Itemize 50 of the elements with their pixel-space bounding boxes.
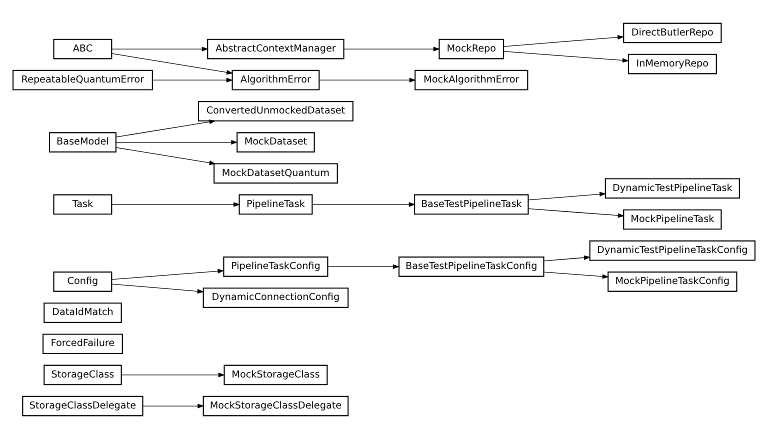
arrow — [544, 271, 609, 278]
node-box: MockDatasetQuantum — [214, 162, 338, 184]
arrow — [312, 202, 416, 206]
node-box: DynamicTestPipelineTaskConfig — [589, 240, 756, 260]
node-box: StorageClassDelegate — [22, 395, 144, 416]
node-box: MockPipelineTask — [623, 208, 722, 230]
arrow — [142, 403, 204, 408]
node-box: InMemoryRepo — [628, 53, 717, 74]
arrow — [112, 268, 224, 280]
node-box: StorageClass — [44, 364, 122, 385]
node-box: Task — [53, 194, 112, 214]
node-box: Config — [53, 271, 112, 292]
arrow — [112, 283, 204, 294]
node-box: MockRepo — [438, 38, 504, 59]
node-box: BaseTestPipelineTaskConfig — [398, 256, 544, 276]
node-box: DynamicTestPipelineTask — [604, 178, 740, 198]
arrow — [116, 146, 216, 165]
arrow — [112, 46, 209, 51]
arrow — [112, 202, 240, 206]
arrow — [116, 139, 238, 144]
node-box: AbstractContextManager — [207, 38, 344, 59]
arrow — [152, 77, 234, 82]
arrow — [544, 254, 591, 261]
node-box: ConvertedUnmockedDataset — [198, 100, 354, 121]
node-box: BaseModel — [48, 132, 116, 152]
node-box: ForcedFailure — [42, 333, 123, 354]
arrow — [344, 46, 440, 51]
arrow — [528, 191, 606, 200]
node-box: MockPipelineTaskConfig — [608, 271, 738, 292]
node-box: PipelineTask — [238, 194, 313, 214]
arrow — [318, 77, 416, 82]
node-box: MockStorageClass — [224, 364, 328, 385]
node-box: MockDataset — [236, 132, 315, 152]
node-box: AlgorithmError — [232, 69, 320, 90]
node-box: BaseTestPipelineTask — [414, 194, 529, 214]
node-box: DynamicConnectionConfig — [202, 287, 349, 308]
node-box: MockAlgorithmError — [414, 69, 528, 90]
arrow — [121, 372, 225, 377]
node-box: MockStorageClassDelegate — [202, 395, 349, 416]
node-box: ABC — [53, 38, 112, 59]
arrow — [328, 264, 400, 268]
arrow — [504, 34, 624, 46]
arrow — [528, 208, 625, 218]
arrow — [504, 50, 630, 62]
node-box: RepeatableQuantumError — [12, 69, 153, 90]
node-box: PipelineTaskConfig — [223, 256, 328, 276]
arrow — [116, 119, 216, 137]
arrow — [112, 52, 234, 74]
node-box: DataIdMatch — [44, 302, 122, 322]
node-box: DirectButlerRepo — [623, 22, 722, 43]
